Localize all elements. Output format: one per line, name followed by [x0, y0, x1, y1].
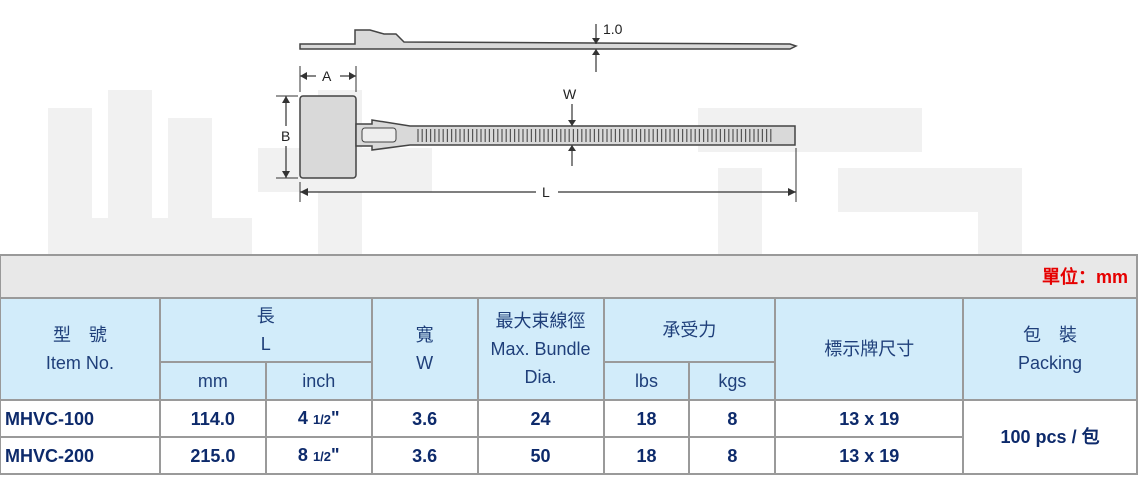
length-inch-cell: 8 1/2"	[266, 438, 373, 475]
unit-label: 單位：mm	[1, 256, 1138, 299]
b-label: B	[281, 128, 290, 144]
length-header-zh: 長	[256, 306, 275, 326]
tag-size-cell: 13 x 19	[776, 438, 965, 475]
top-view: W A B L	[276, 66, 797, 202]
width-label: W	[563, 86, 577, 102]
width-header-zh: 寬	[415, 325, 434, 345]
length-header-en: L	[260, 334, 271, 354]
packing-header: 包 裝 Packing	[964, 299, 1138, 401]
model-header-zh: 型 號	[52, 325, 107, 345]
thickness-label: 1.0	[603, 21, 623, 37]
side-view: 1.0	[299, 21, 798, 72]
length-mm-header: mm	[160, 363, 267, 401]
strength-kgs-header: kgs	[690, 363, 777, 401]
kgs-cell: 8	[690, 401, 777, 438]
length-mm-cell: 215.0	[160, 438, 267, 475]
packing-cell: 100 pcs / 包	[964, 401, 1138, 475]
model-header: 型 號 Item No.	[1, 299, 161, 401]
cable-tie-diagram: 1.0 W A B L	[276, 21, 798, 202]
spec-table: 單位：mm 型 號 Item No. 長 L 寬 W 最大束線徑 Max. Bu…	[0, 254, 1138, 475]
model-header-en: Item No.	[45, 353, 114, 373]
header-row-2: mm inch lbs kgs	[1, 363, 1138, 401]
length-header: 長 L	[160, 299, 373, 363]
a-label: A	[322, 68, 332, 84]
bundle-header-en2: Dia.	[524, 367, 557, 387]
tag-size-header: 標示牌尺寸	[776, 299, 965, 401]
packing-header-zh: 包 裝	[1023, 325, 1078, 345]
width-cell: 3.6	[372, 438, 479, 475]
header-row-1: 型 號 Item No. 長 L 寬 W 最大束線徑 Max. Bundle D…	[1, 299, 1138, 401]
bundle-cell: 50	[478, 438, 605, 475]
bundle-cell: 24	[478, 401, 605, 438]
width-header: 寬 W	[372, 299, 479, 401]
bundle-header: 最大束線徑 Max. Bundle Dia.	[478, 299, 605, 401]
strength-header: 承受力	[604, 299, 777, 363]
tag-size-cell: 13 x 19	[776, 401, 965, 438]
bundle-header-en1: Max. Bundle	[490, 339, 591, 359]
strength-lbs-header: lbs	[604, 363, 691, 401]
length-inch-cell: 4 1/2"	[266, 401, 373, 438]
item-no-cell: MHVC-100	[1, 401, 161, 438]
length-inch-header: inch	[266, 363, 373, 401]
bundle-header-zh: 最大束線徑	[495, 311, 586, 331]
length-mm-cell: 114.0	[160, 401, 267, 438]
packing-header-en: Packing	[1018, 353, 1083, 373]
table-row: MHVC-100 114.0 4 1/2" 3.6 24 18 8 13 x 1…	[1, 401, 1138, 475]
lbs-cell: 18	[604, 401, 691, 438]
kgs-cell: 8	[690, 438, 777, 475]
table-row: MHVC-200 215.0 8 1/2" 3.6 50 18 8 13 x 1…	[1, 438, 1138, 475]
item-no-cell: MHVC-200	[1, 438, 161, 475]
unit-row: 單位：mm	[1, 256, 1138, 299]
length-label: L	[542, 184, 550, 200]
lbs-cell: 18	[604, 438, 691, 475]
width-cell: 3.6	[372, 401, 479, 438]
width-header-en: W	[416, 353, 434, 373]
